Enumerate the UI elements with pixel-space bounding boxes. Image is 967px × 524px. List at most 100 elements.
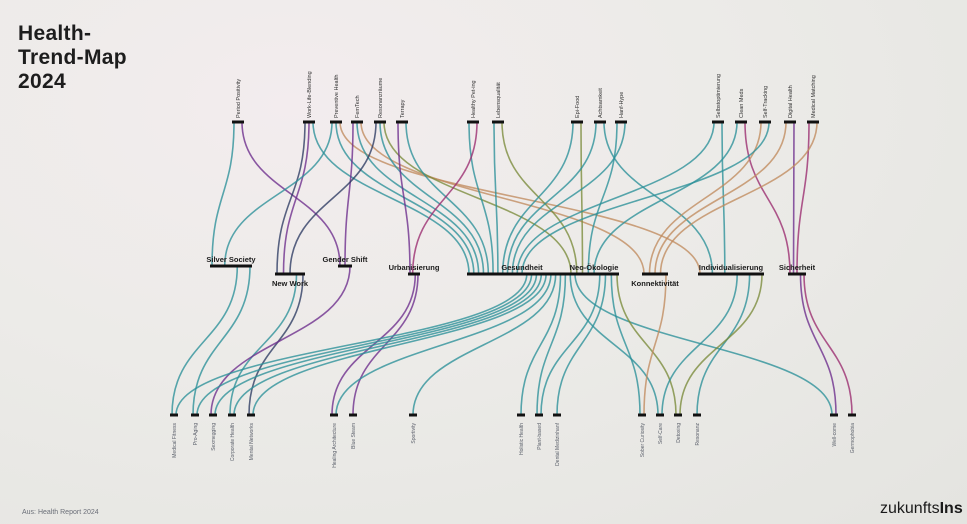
bar-b7: [349, 413, 357, 417]
link-m7-b12: [643, 273, 667, 416]
bar-m7: [642, 272, 668, 276]
top-trend-label: FemTech: [355, 95, 361, 118]
bar-t8: [492, 120, 504, 124]
megatrend-label: Konnektivität: [631, 279, 679, 288]
bottom-trend-label: Holistic Health: [519, 423, 525, 455]
link-m5-b4: [233, 273, 543, 416]
link-t2-m2: [282, 121, 310, 275]
link-m6-b12: [610, 273, 641, 416]
link-t6-m4: [397, 121, 411, 275]
bottom-trend-label: Sober Curiosity: [640, 423, 646, 458]
link-m3-b3: [210, 265, 351, 416]
link-t13-m6: [593, 121, 738, 275]
link-m6-b11: [556, 273, 607, 416]
link-t7-m4: [411, 121, 478, 275]
bar-b5: [247, 413, 255, 417]
bar-t7: [467, 120, 479, 124]
link-m5-b16: [574, 273, 833, 416]
link-t15-m7: [654, 121, 787, 275]
link-t11-m5: [511, 121, 626, 275]
link-t3-m8: [339, 121, 701, 275]
top-trend-label: Digital Health: [788, 85, 794, 118]
link-m5-b9: [520, 273, 562, 416]
link-m5-b5: [252, 273, 547, 416]
link-m9-b16: [799, 273, 837, 416]
link-m6-b14: [616, 273, 677, 416]
bar-b11: [553, 413, 561, 417]
bar-t1: [232, 120, 244, 124]
bar-t9: [571, 120, 583, 124]
bar-m1: [210, 264, 252, 268]
bar-m2: [275, 272, 305, 276]
link-m8-b13: [661, 273, 738, 416]
link-t2-m2: [276, 121, 306, 275]
bar-b9: [517, 413, 525, 417]
link-m1-b2: [192, 265, 251, 416]
link-t6-m5: [405, 121, 490, 275]
bar-m3: [338, 264, 352, 268]
link-t7-m5: [468, 121, 494, 275]
link-m5-b6: [335, 273, 552, 416]
bottom-trend-label: Medical Fitness: [172, 423, 178, 458]
bar-m5: [467, 272, 577, 276]
brand-logo-end: Ins: [939, 500, 963, 517]
bar-t16: [807, 120, 819, 124]
bar-t14: [759, 120, 771, 124]
link-t5-m2: [289, 121, 377, 275]
link-t9-m6: [580, 121, 584, 275]
link-t12-m8: [721, 121, 726, 275]
link-m5-b2: [196, 273, 533, 416]
link-t12-m5: [516, 121, 715, 275]
link-layer: [171, 121, 853, 416]
bottom-trend-label: Plant-based: [537, 423, 543, 450]
bar-t2: [303, 120, 315, 124]
bar-layer: [170, 120, 856, 417]
link-t5-m6: [383, 121, 572, 275]
bar-t12: [712, 120, 724, 124]
bar-m6: [569, 272, 619, 276]
bar-m9: [788, 272, 806, 276]
link-m8-b14: [679, 273, 763, 416]
bar-b1: [170, 413, 178, 417]
top-trend-label: Clean Meds: [739, 88, 745, 118]
bar-b8: [409, 413, 417, 417]
bar-t4: [351, 120, 363, 124]
top-trend-label: Self-Tracking: [763, 86, 769, 118]
megatrend-label: Gender Shift: [322, 255, 368, 264]
bar-t3: [330, 120, 342, 124]
bottom-trend-label: Mental Networks: [249, 423, 255, 461]
link-t15-m9: [792, 121, 795, 275]
megatrend-label: Individualisierung: [699, 263, 764, 272]
top-trend-label: Work-Life-Blending: [307, 71, 313, 118]
megatrend-label: Neo-Ökologie: [570, 263, 619, 272]
top-trend-label: Lebensqualität: [496, 82, 502, 118]
link-t8-m5: [493, 121, 499, 275]
link-t14-m7: [648, 121, 762, 275]
bar-b3: [209, 413, 217, 417]
bottom-trend-label: Germophobia: [850, 423, 856, 454]
top-trend-label: Resonanzräume: [378, 78, 384, 118]
top-trend-label: Preventive Health: [334, 75, 340, 118]
bar-b6: [330, 413, 338, 417]
source-caption: Aus: Health Report 2024: [22, 509, 99, 516]
link-t2-m5: [312, 121, 470, 275]
link-t5-m5: [379, 121, 485, 275]
bar-m8: [698, 272, 764, 276]
bottom-trend-label: Resonanz: [695, 423, 701, 446]
link-m5-b13: [569, 273, 659, 416]
bar-b10: [535, 413, 543, 417]
bar-b16: [830, 413, 838, 417]
bar-t6: [396, 120, 408, 124]
bar-b17: [848, 413, 856, 417]
megatrend-label: Gesundheit: [501, 263, 543, 272]
link-t1-m3: [241, 121, 341, 267]
bottom-trend-label: Detoxing: [676, 423, 682, 443]
link-m5-b3: [214, 273, 538, 416]
bar-m4: [408, 272, 420, 276]
link-t3-m1: [223, 121, 333, 267]
link-m2-b4: [229, 273, 298, 416]
link-t16-m7: [659, 121, 818, 275]
link-m2-b5: [248, 273, 304, 416]
bar-t10: [594, 120, 606, 124]
